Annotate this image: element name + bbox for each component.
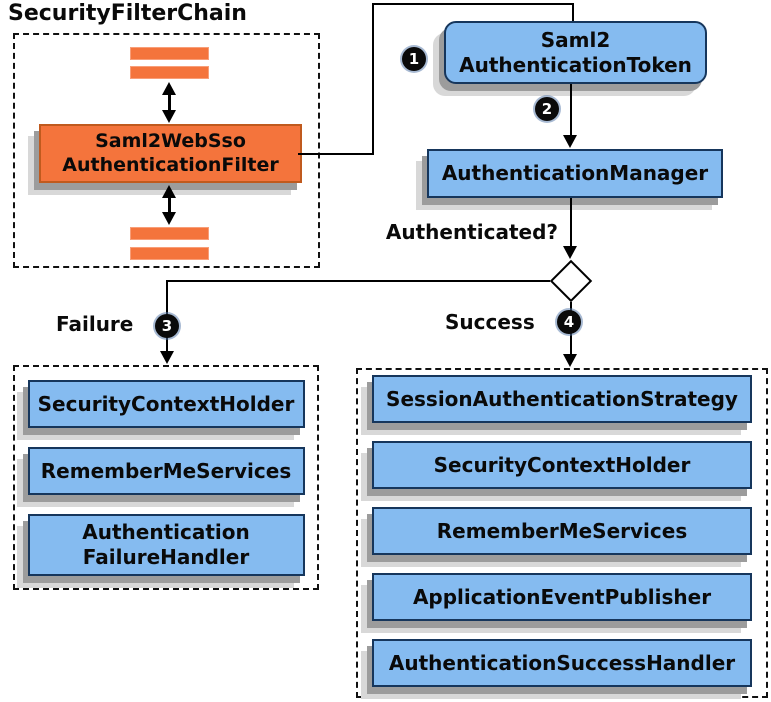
arrowhead-up-icon: [162, 185, 176, 198]
node-label: RememberMeServices: [436, 518, 688, 543]
authentication-manager-node: AuthenticationManager: [427, 149, 723, 198]
failure-handlers-group: SecurityContextHolder RememberMeServices…: [13, 365, 319, 590]
saml2-authentication-token-node: Saml2 AuthenticationToken: [444, 21, 707, 84]
node-label: AuthenticationSuccessHandler: [388, 650, 736, 675]
authenticated-question-label: Authenticated?: [385, 220, 558, 244]
node-label: SecurityContextHolder: [37, 391, 295, 416]
node-label: Authentication FailureHandler: [82, 520, 250, 569]
application-event-publisher-node: ApplicationEventPublisher: [372, 573, 752, 621]
arrowhead-down-icon: [563, 354, 577, 367]
step-4-badge: 4: [557, 310, 581, 334]
node-label: SecurityContextHolder: [433, 452, 691, 477]
step-1-badge: 1: [402, 47, 426, 71]
connector-line: [570, 198, 572, 246]
security-filter-chain-box: Saml2WebSso AuthenticationFilter: [13, 33, 320, 268]
connector-line: [372, 3, 374, 155]
remember-me-services-node: RememberMeServices: [27, 447, 305, 495]
node-label: ApplicationEventPublisher: [412, 584, 712, 609]
arrowhead-down-icon: [563, 246, 577, 259]
security-context-holder-node: SecurityContextHolder: [372, 441, 752, 489]
authentication-failure-handler-node: Authentication FailureHandler: [27, 514, 305, 576]
filter-chain-bar: [130, 47, 209, 60]
node-label: AuthenticationManager: [441, 161, 709, 185]
node-label: Saml2 AuthenticationToken: [459, 27, 692, 77]
connector-line: [372, 3, 574, 5]
diagram-title: SecurityFilterChain: [8, 1, 247, 26]
step-2-badge: 2: [535, 97, 559, 121]
success-label: Success: [445, 310, 535, 334]
arrowhead-down-icon: [563, 135, 577, 148]
step-3-badge: 3: [155, 314, 179, 338]
filter-chain-bar: [130, 247, 209, 260]
double-arrow-line: [168, 89, 171, 115]
failure-label: Failure: [56, 312, 134, 336]
remember-me-services-node: RememberMeServices: [372, 507, 752, 555]
security-context-holder-node: SecurityContextHolder: [27, 380, 305, 428]
session-authentication-strategy-node: SessionAuthenticationStrategy: [372, 375, 752, 423]
node-label: Saml2WebSso AuthenticationFilter: [62, 129, 279, 176]
authentication-success-handler-node: AuthenticationSuccessHandler: [372, 639, 752, 687]
connector-line: [570, 84, 572, 137]
connector-line: [167, 280, 550, 282]
saml2-web-sso-authentication-filter-node: Saml2WebSso AuthenticationFilter: [39, 124, 302, 183]
node-label: RememberMeServices: [40, 458, 292, 483]
filter-chain-bar: [130, 66, 209, 79]
connector-line: [572, 3, 574, 21]
double-arrow-line: [168, 192, 171, 216]
arrowhead-up-icon: [162, 82, 176, 95]
arrowhead-down-icon: [160, 351, 174, 364]
decision-diamond: [549, 259, 593, 303]
connector-line: [298, 153, 374, 155]
filter-chain-bar: [130, 227, 209, 240]
arrowhead-down-icon: [162, 212, 176, 225]
node-label: SessionAuthenticationStrategy: [386, 386, 738, 411]
success-handlers-group: SessionAuthenticationStrategy SecurityCo…: [356, 368, 768, 698]
arrowhead-down-icon: [162, 110, 176, 123]
